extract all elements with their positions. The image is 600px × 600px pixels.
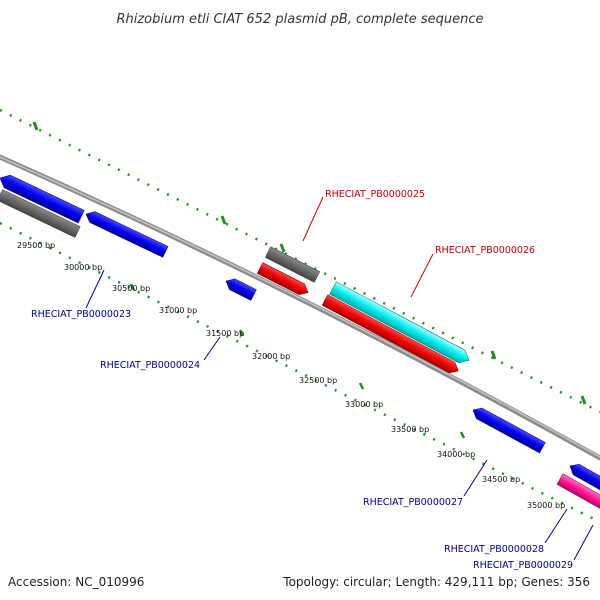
gc-outer-peaks (32, 121, 587, 405)
gene-label-pb0000028[interactable]: RHECIAT_PB0000028 (444, 544, 544, 555)
gene-label-pb0000023[interactable]: RHECIAT_PB0000023 (31, 309, 131, 320)
gene-blue-pb0000027[interactable] (470, 405, 546, 454)
gene-label-pb0000026[interactable]: RHECIAT_PB0000026 (435, 245, 535, 256)
gene-label-pb0000025[interactable]: RHECIAT_PB0000025 (325, 189, 425, 200)
tick-label: 29500 bp (17, 241, 55, 250)
backbone-line (0, 154, 600, 461)
gene-grey-1[interactable] (0, 189, 81, 238)
gene-blue-1[interactable] (0, 172, 85, 224)
gene-label-pb0000027[interactable]: RHECIAT_PB0000027 (363, 497, 463, 508)
tick-label: 30500 bp (112, 284, 150, 293)
tick-label: 30000 bp (64, 263, 102, 272)
leader-line (544, 508, 568, 544)
gc-inner-peaks (129, 283, 466, 439)
gene-pink-pb0000028[interactable] (556, 473, 600, 510)
leader-line (410, 253, 434, 298)
gene-grey-pb0000025[interactable] (264, 246, 321, 283)
gene-red-pb0000025[interactable] (256, 262, 311, 298)
gene-blue-pb0000023[interactable] (83, 209, 169, 258)
position-ticks: 29500 bp 30000 bp 30500 bp 31000 bp 3150… (17, 241, 565, 510)
tick-label: 34000 bp (437, 450, 475, 459)
gc-track-outer (0, 108, 600, 414)
accession-text: Accession: NC_010996 (8, 575, 144, 589)
gene-blue-pb0000029[interactable] (567, 461, 600, 497)
gene-label-pb0000024[interactable]: RHECIAT_PB0000024 (100, 360, 200, 371)
leader-line (85, 269, 105, 309)
gene-blue-pb0000024[interactable] (223, 276, 257, 301)
gc-track-inner (0, 221, 600, 524)
gene-red-pb0000026[interactable] (321, 294, 461, 376)
tick-label: 35000 bp (527, 501, 565, 510)
map-title: Rhizobium etli CIAT 652 plasmid pB, comp… (116, 12, 483, 27)
tick-label: 32500 bp (299, 376, 337, 385)
summary-text: Topology: circular; Length: 429,111 bp; … (282, 575, 590, 589)
tick-label: 33500 bp (391, 425, 429, 434)
tick-label: 31500 bp (206, 329, 244, 338)
gene-cyan-pb0000026[interactable] (329, 281, 473, 367)
leader-line (203, 336, 221, 361)
tick-label: 32000 bp (252, 352, 290, 361)
tick-label: 34500 bp (482, 475, 520, 484)
tick-label: 31000 bp (159, 306, 197, 315)
leader-line (573, 524, 594, 561)
leader-line (302, 196, 324, 242)
gene-label-pb0000029[interactable]: RHECIAT_PB0000029 (473, 560, 573, 571)
tick-label: 33000 bp (345, 400, 383, 409)
leader-line (463, 459, 488, 497)
